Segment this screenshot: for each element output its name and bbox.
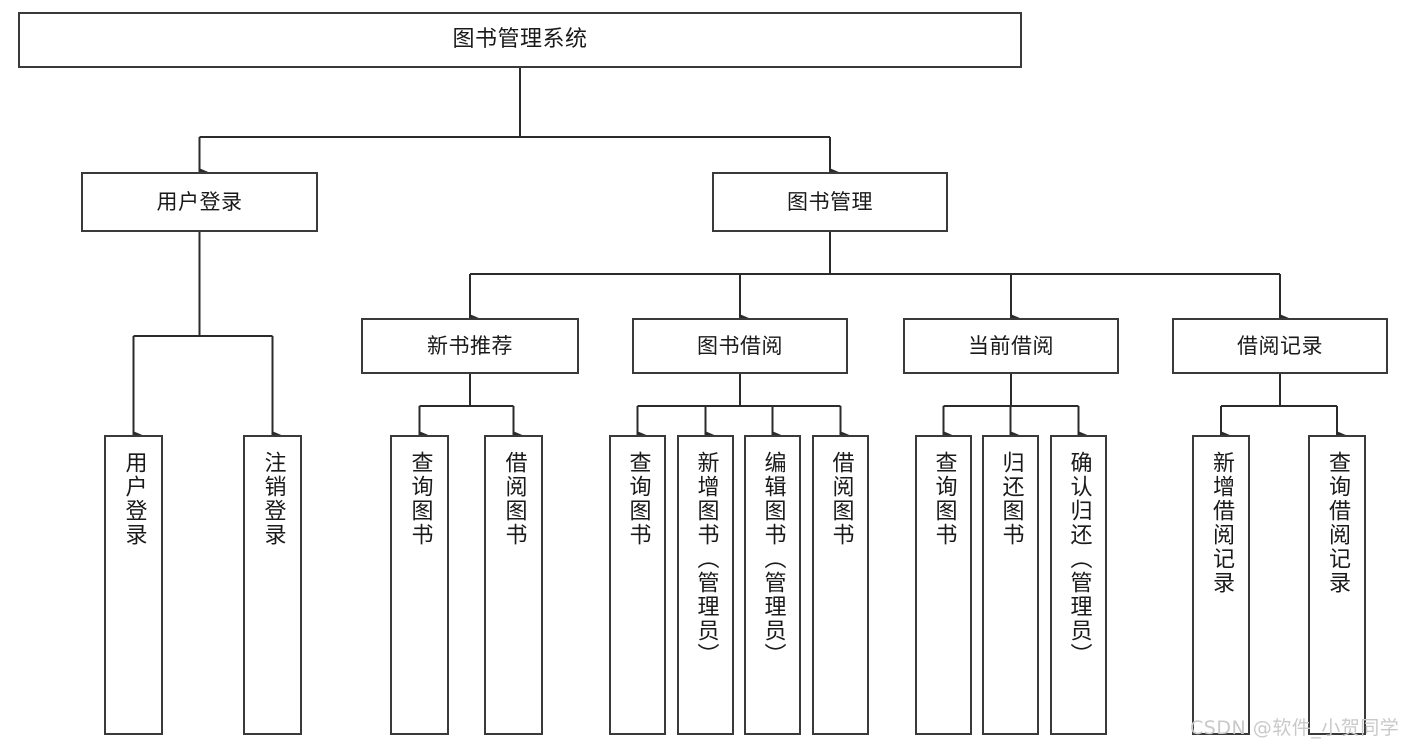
node-l1-user-login[interactable]: 用户登录 xyxy=(81,172,318,232)
node-l2-borrow-record[interactable]: 借阅记录 xyxy=(1172,318,1388,374)
node-label: 新书推荐 xyxy=(427,333,513,358)
node-l3-add-book[interactable]: 新增图书（管理员） xyxy=(677,435,734,735)
node-label: 图书借阅 xyxy=(697,333,783,358)
node-l3-query-book-c[interactable]: 查询图书 xyxy=(915,435,972,735)
node-label: 注销登录 xyxy=(260,451,286,547)
edge-paths xyxy=(132,68,1346,439)
node-l3-logout[interactable]: 注销登录 xyxy=(243,435,302,735)
node-l3-borrow-book-b[interactable]: 借阅图书 xyxy=(812,435,869,735)
node-label: 确认归还（管理员） xyxy=(1066,451,1092,667)
node-root[interactable]: 图书管理系统 xyxy=(18,12,1022,68)
node-l3-confirm-return[interactable]: 确认归还（管理员） xyxy=(1050,435,1107,735)
node-l3-user-login[interactable]: 用户登录 xyxy=(104,435,163,735)
node-l2-current-borrow[interactable]: 当前借阅 xyxy=(903,318,1119,374)
node-label: 图书管理 xyxy=(787,189,873,214)
node-label: 借阅图书 xyxy=(501,451,527,547)
node-label: 新增图书（管理员） xyxy=(693,451,719,667)
node-label: 编辑图书（管理员） xyxy=(760,451,786,667)
node-l2-book-borrow[interactable]: 图书借阅 xyxy=(632,318,848,374)
node-label: 查询借阅记录 xyxy=(1325,451,1350,595)
node-label: 归还图书 xyxy=(998,451,1024,547)
node-l3-query-record[interactable]: 查询借阅记录 xyxy=(1308,435,1366,735)
node-label: 新增借阅记录 xyxy=(1209,451,1234,595)
node-l3-query-book-a[interactable]: 查询图书 xyxy=(390,435,449,735)
node-l3-query-book-b[interactable]: 查询图书 xyxy=(609,435,666,735)
node-label: 查询图书 xyxy=(931,451,957,547)
watermark-label: CSDN @软件_小贺同学 xyxy=(1190,717,1400,739)
node-label: 用户登录 xyxy=(121,451,147,547)
node-l2-new-book-rec[interactable]: 新书推荐 xyxy=(361,318,579,374)
node-l3-edit-book[interactable]: 编辑图书（管理员） xyxy=(744,435,801,735)
node-label: 借阅图书 xyxy=(828,451,854,547)
node-l3-add-record[interactable]: 新增借阅记录 xyxy=(1192,435,1250,735)
node-label: 查询图书 xyxy=(625,451,651,547)
node-l3-borrow-book-a[interactable]: 借阅图书 xyxy=(484,435,543,735)
node-label: 当前借阅 xyxy=(968,333,1054,358)
node-l3-return-book[interactable]: 归还图书 xyxy=(982,435,1039,735)
node-label: 图书管理系统 xyxy=(452,27,588,53)
node-label: 借阅记录 xyxy=(1237,333,1323,358)
node-l1-book-manage[interactable]: 图书管理 xyxy=(712,172,948,232)
node-label: 查询图书 xyxy=(407,451,433,547)
node-label: 用户登录 xyxy=(156,189,243,214)
